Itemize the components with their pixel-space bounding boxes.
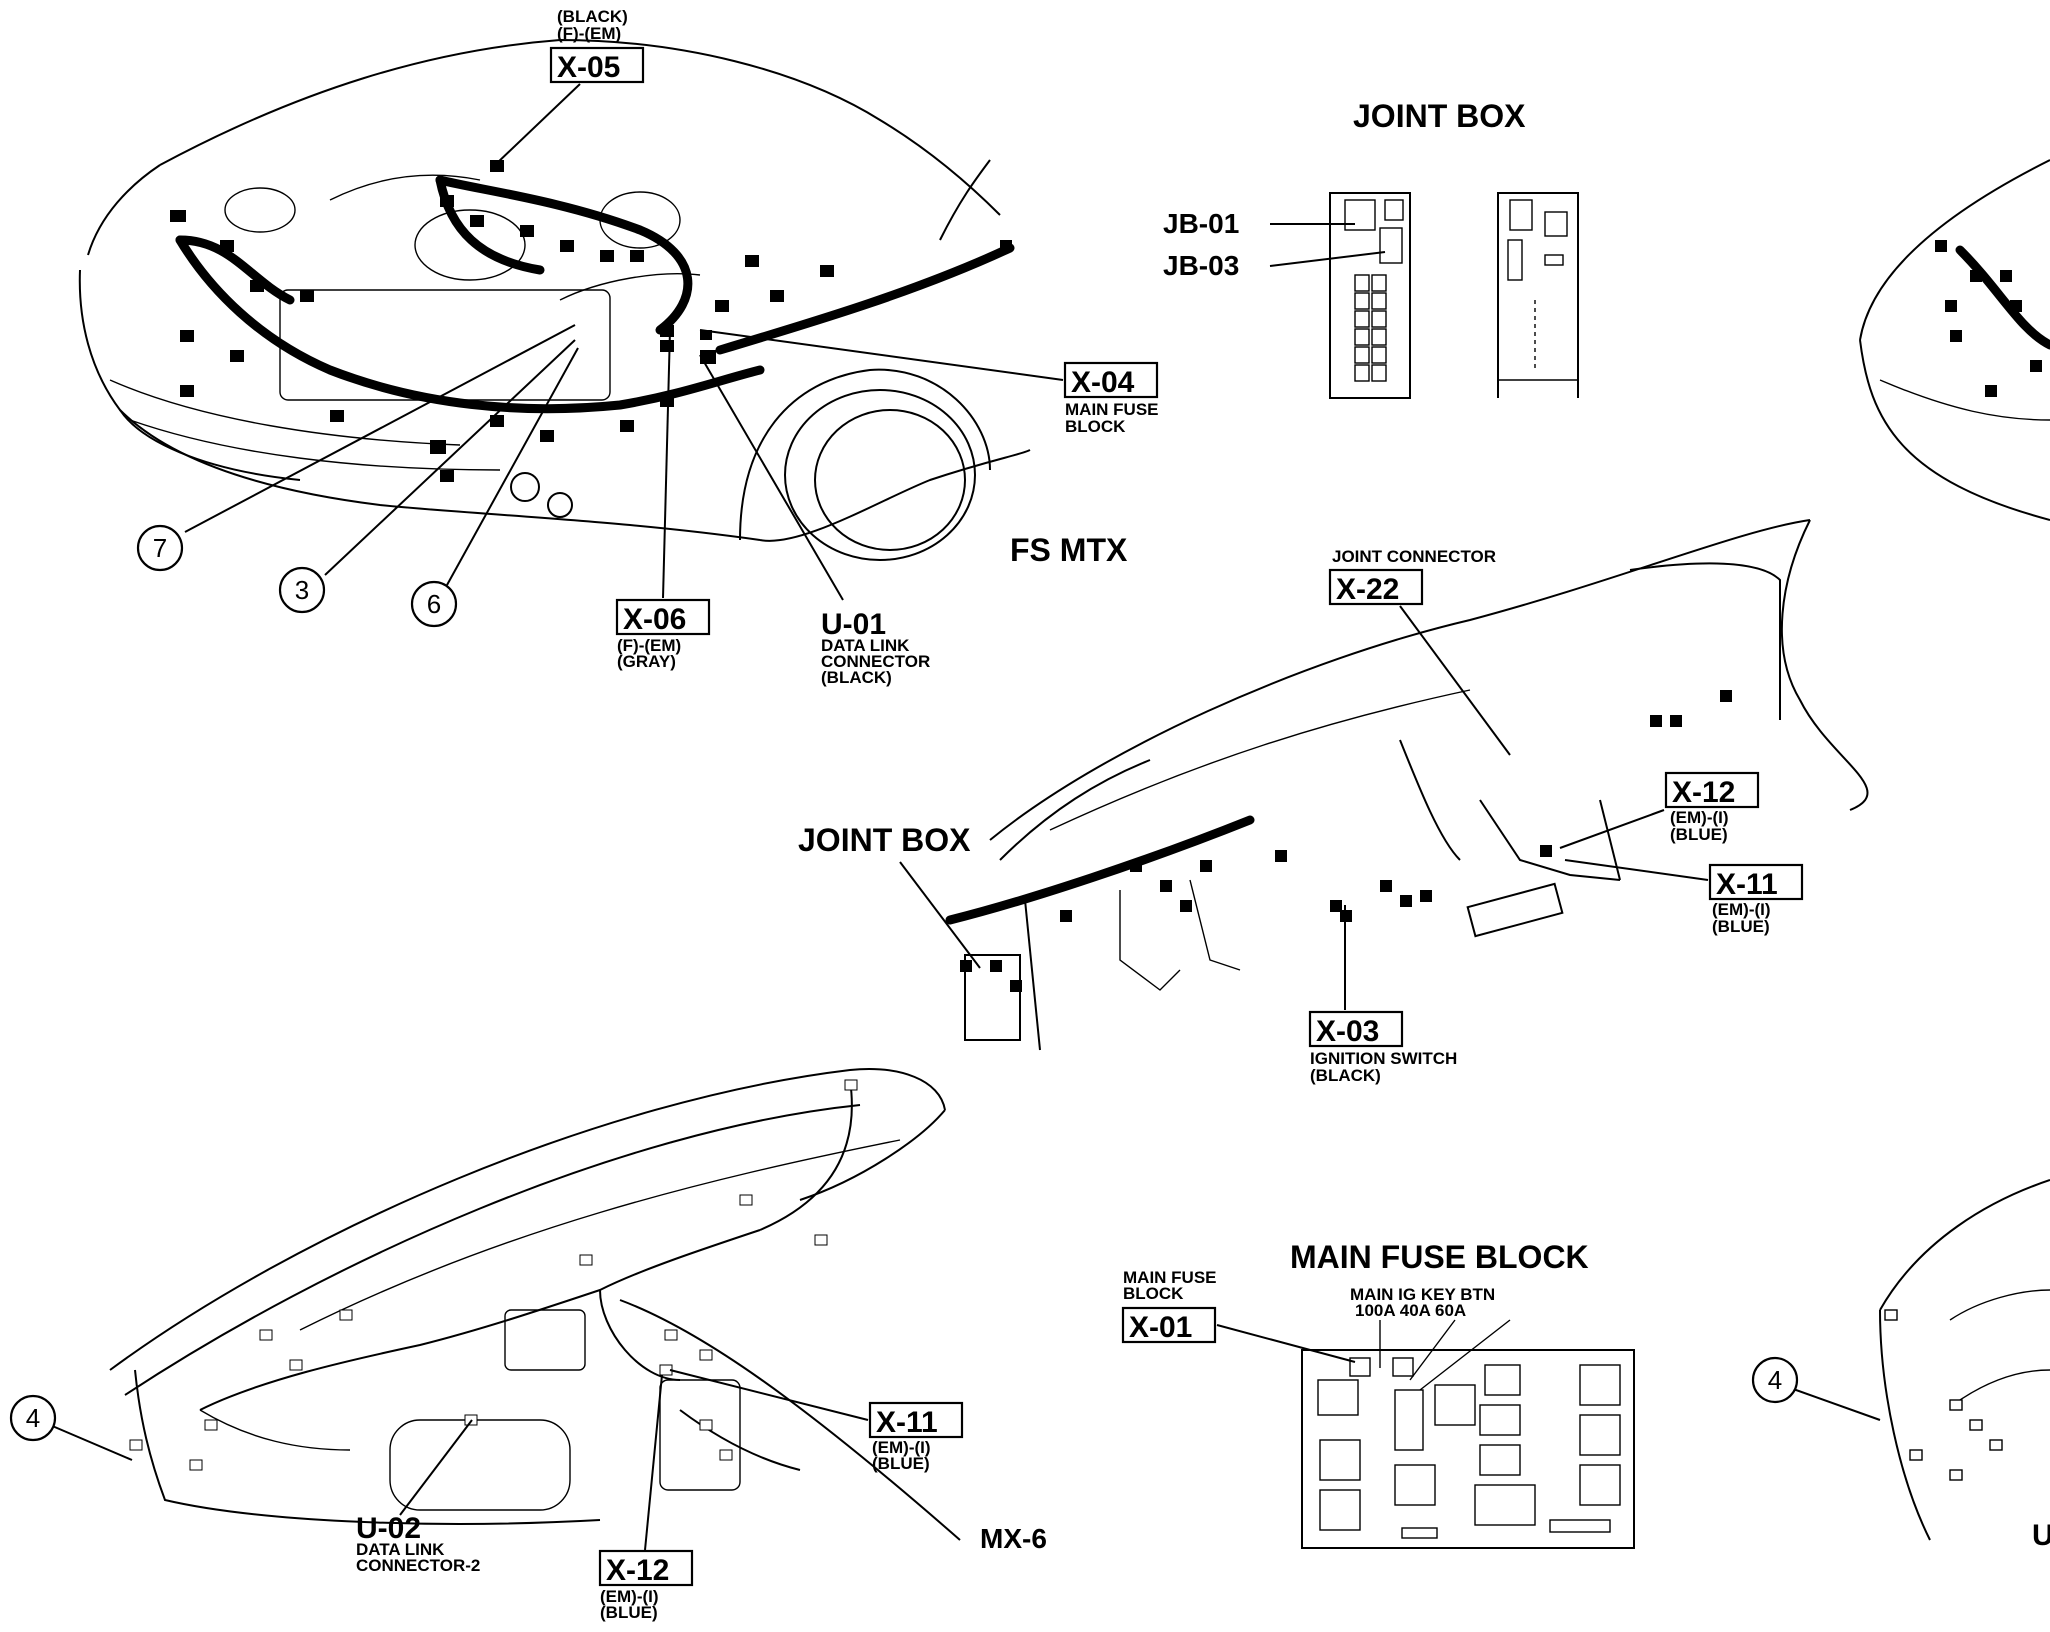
- label-u01: U-01 DATA LINK CONNECTOR (BLACK): [699, 354, 930, 687]
- x11-bottom-color: (BLUE): [872, 1454, 930, 1473]
- main-fuse-block-title: MAIN FUSE BLOCK: [1290, 1239, 1589, 1275]
- partial-right-letter: U: [2032, 1519, 2050, 1552]
- x01-desc-line1: MAIN FUSE: [1123, 1268, 1217, 1287]
- x11-bottom-connection: (EM)-(I): [872, 1438, 931, 1457]
- fuse-rating-values: 100A 40A 60A: [1355, 1301, 1466, 1320]
- label-x04: X-04 MAIN FUSE BLOCK: [699, 329, 1159, 436]
- u02-code: U-02: [356, 1512, 421, 1545]
- mx6-label: MX-6: [980, 1523, 1047, 1554]
- jb01-label: JB-01: [1163, 208, 1239, 239]
- u01-desc-line1: DATA LINK: [821, 636, 910, 655]
- callout-6: 6: [410, 347, 579, 628]
- u01-desc-line2: CONNECTOR: [821, 652, 930, 671]
- u02-desc-line2: CONNECTOR-2: [356, 1556, 480, 1575]
- mx6-dashboard-illustration: [109, 1068, 961, 1541]
- x12-bottom-connection: (EM)-(I): [600, 1587, 659, 1606]
- fuse-rating-names: MAIN IG KEY BTN: [1350, 1285, 1495, 1304]
- fs-mtx-label: FS MTX: [1010, 532, 1128, 568]
- jb03-label: JB-03: [1163, 250, 1239, 281]
- x01-code: X-01: [1129, 1311, 1192, 1344]
- x11-bottom-code: X-11: [876, 1406, 938, 1439]
- x05-color: (BLACK): [557, 7, 628, 26]
- joint-box-detail: JOINT BOX JB-01 JB-03: [1163, 98, 1579, 399]
- label-x06: X-06 (F)-(EM) (GRAY): [615, 329, 711, 671]
- callout-7-text: 7: [153, 533, 167, 563]
- x12-top-color: (BLUE): [1670, 825, 1728, 844]
- label-joint-connector-x22: JOINT CONNECTOR X-22: [1328, 547, 1511, 756]
- label-u02: U-02 DATA LINK CONNECTOR-2: [356, 1419, 480, 1575]
- x12-bottom-code: X-12: [606, 1554, 669, 1587]
- x04-desc-line2: BLOCK: [1065, 417, 1126, 436]
- label-x12-bottom: X-12 (EM)-(I) (BLUE): [598, 1374, 694, 1622]
- callout-3-text: 3: [295, 575, 309, 605]
- x03-desc: IGNITION SWITCH: [1310, 1049, 1457, 1068]
- x04-code: X-04: [1071, 366, 1135, 399]
- x12-top-connection: (EM)-(I): [1670, 808, 1729, 827]
- x01-desc-line2: BLOCK: [1123, 1284, 1184, 1303]
- x04-desc-line1: MAIN FUSE: [1065, 400, 1159, 419]
- callout-7: 7: [136, 324, 576, 572]
- x11-top-code: X-11: [1716, 868, 1778, 901]
- joint-box-dash-text: JOINT BOX: [798, 822, 971, 858]
- callout-6-text: 6: [427, 589, 441, 619]
- callout-4-left-text: 4: [26, 1403, 40, 1433]
- joint-box-title: JOINT BOX: [1353, 98, 1526, 134]
- callout-4-right-text: 4: [1768, 1365, 1782, 1395]
- label-x03: X-03 IGNITION SWITCH (BLACK): [1308, 905, 1457, 1085]
- x22-code: X-22: [1336, 573, 1399, 606]
- x06-connection: (F)-(EM): [617, 636, 681, 655]
- joint-connector-desc: JOINT CONNECTOR: [1332, 547, 1496, 566]
- label-x11-bottom: X-11 (EM)-(I) (BLUE): [669, 1369, 964, 1473]
- x12-top-code: X-12: [1672, 776, 1735, 809]
- u02-desc-line1: DATA LINK: [356, 1540, 445, 1559]
- x05-code: X-05: [557, 51, 620, 84]
- u01-code: U-01: [821, 608, 886, 641]
- label-x11-top: X-11 (EM)-(I) (BLUE): [1564, 859, 1804, 936]
- callout-4-left: 4: [9, 1394, 133, 1461]
- x05-connection: (F)-(EM): [557, 24, 621, 43]
- engine-bay-illustration: [78, 38, 1031, 561]
- x11-top-color: (BLUE): [1712, 917, 1770, 936]
- x11-top-connection: (EM)-(I): [1712, 900, 1771, 919]
- x03-code: X-03: [1316, 1015, 1379, 1048]
- x06-color: (GRAY): [617, 652, 676, 671]
- x03-color: (BLACK): [1310, 1066, 1381, 1085]
- x06-code: X-06: [623, 603, 686, 636]
- x12-bottom-color: (BLUE): [600, 1603, 658, 1622]
- callout-3: 3: [278, 339, 576, 614]
- dash-illustration: [945, 519, 1869, 1051]
- label-joint-box-dash: JOINT BOX: [798, 822, 981, 969]
- right-edge-partial-illustration: 4 U: [1751, 159, 2050, 1552]
- u01-color: (BLACK): [821, 668, 892, 687]
- label-x05: (BLACK) (F)-(EM) X-05: [494, 7, 645, 166]
- label-x12-top: X-12 (EM)-(I) (BLUE): [1559, 771, 1760, 849]
- main-fuse-block-detail: MAIN FUSE BLOCK MAIN FUSE BLOCK X-01 MAI…: [1121, 1239, 1635, 1549]
